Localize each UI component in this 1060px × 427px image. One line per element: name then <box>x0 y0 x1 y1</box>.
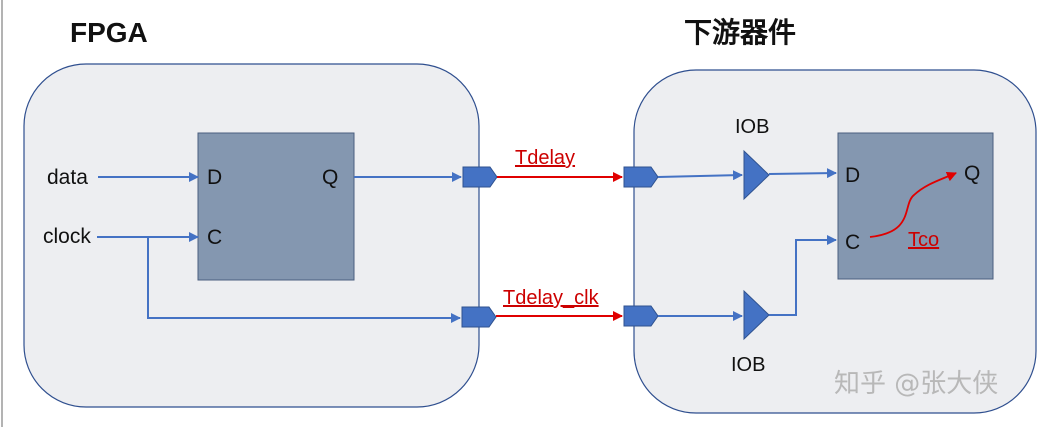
watermark: 知乎 @张大侠 <box>834 369 998 399</box>
iob-bottom-buffer <box>743 289 770 341</box>
downstream-flipflop <box>837 132 994 280</box>
fpga-clock-output-pad <box>461 306 497 328</box>
iob-top-label: IOB <box>735 116 769 138</box>
downstream-ff-d-pin: D <box>845 164 860 187</box>
clock-input-label: clock <box>43 225 91 248</box>
iob-bottom-label: IOB <box>731 354 765 376</box>
fpga-ff-q-pin: Q <box>322 166 338 189</box>
downstream-data-input-pad <box>623 166 659 188</box>
data-input-label: data <box>47 166 88 189</box>
tco-label: Tco <box>908 229 939 251</box>
downstream-ff-c-pin: C <box>845 231 860 254</box>
fpga-ff-d-pin: D <box>207 166 222 189</box>
fpga-title: FPGA <box>70 17 148 48</box>
tdelay-label: Tdelay <box>515 147 575 169</box>
downstream-title: 下游器件 <box>684 17 796 48</box>
iob-bottom-to-c-wire <box>769 235 837 316</box>
clock-forward-wire <box>147 237 461 323</box>
tdelay-clk-label: Tdelay_clk <box>503 287 600 309</box>
fpga-ff-c-pin: C <box>207 226 222 249</box>
iob-top-to-d-wire <box>768 168 837 179</box>
iob-top-buffer <box>743 149 770 201</box>
downstream-ff-q-pin: Q <box>964 162 980 185</box>
pad-to-iob-top-wire <box>657 170 743 181</box>
fpga-flipflop <box>197 132 355 281</box>
tco-curve <box>869 172 957 238</box>
fpga-data-output-pad <box>462 166 498 188</box>
downstream-clock-input-pad <box>623 305 659 327</box>
